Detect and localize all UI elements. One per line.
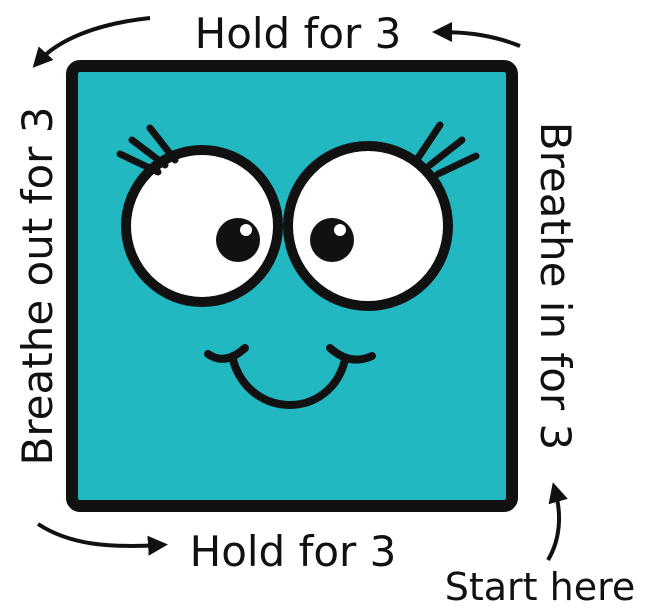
- right-label: Breathe in for 3: [531, 122, 580, 450]
- bottom-left-arrow-icon: [38, 524, 160, 546]
- left-label: Breathe out for 3: [13, 107, 62, 466]
- top-right-arrow-icon: [440, 32, 520, 46]
- top-label: Hold for 3: [195, 9, 402, 58]
- bottom-label: Hold for 3: [190, 527, 397, 576]
- start-label: Start here: [445, 565, 636, 609]
- square-face: [72, 66, 512, 506]
- top-left-arrow-icon: [38, 18, 150, 62]
- bottom-right-arrow-icon: [548, 490, 559, 560]
- left-eye-icon: [126, 150, 278, 302]
- right-eye-icon: [288, 146, 448, 306]
